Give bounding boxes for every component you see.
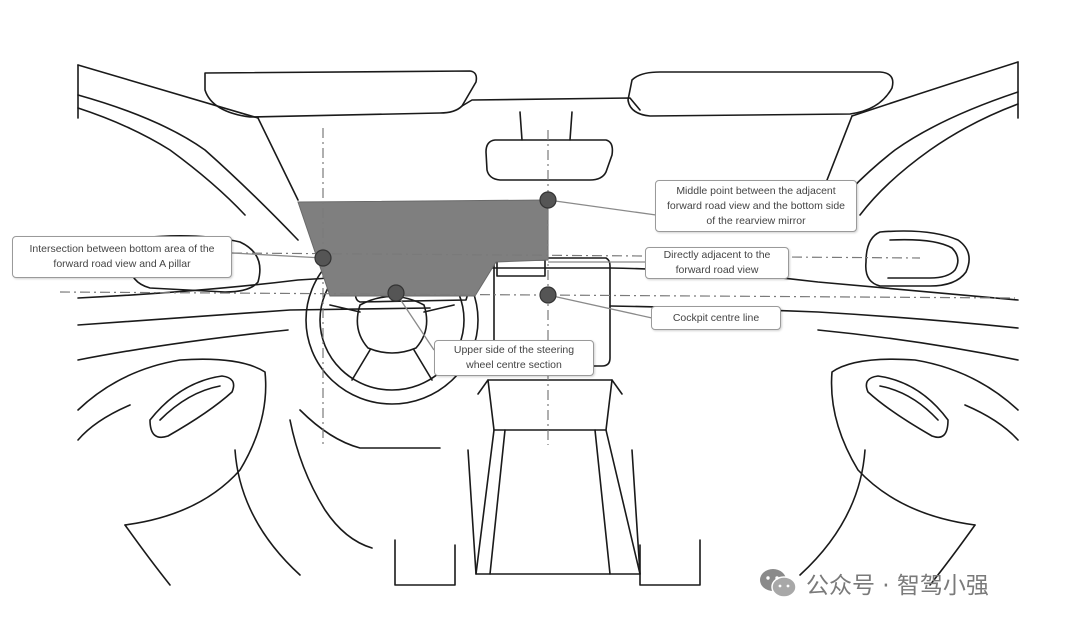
right-side-mirror xyxy=(864,230,970,287)
left-sun-visor xyxy=(204,70,478,118)
dashboard-lower xyxy=(77,307,431,326)
steering-wheel-hub xyxy=(356,295,428,354)
right-door-panel xyxy=(830,358,1019,526)
marker-steering-wheel xyxy=(387,284,405,302)
leader-cockpit-centre xyxy=(547,294,653,319)
right-door-handle xyxy=(865,375,949,439)
callout-intersection: Intersection between bottom area of the … xyxy=(12,236,232,278)
left-door-panel xyxy=(77,358,267,526)
marker-cockpit-centre xyxy=(539,286,557,304)
marker-intersection xyxy=(314,249,332,267)
horizontal-guide-upper xyxy=(231,252,921,259)
left-a-pillar-outer xyxy=(77,64,259,119)
forward-road-view-area xyxy=(297,199,549,297)
windshield-top-left xyxy=(257,117,299,201)
leader-steering-wheel xyxy=(395,292,435,351)
callout-middle-point: Middle point between the adjacent forwar… xyxy=(655,180,857,232)
left-door-handle xyxy=(149,375,235,439)
callout-cockpit-centre-line: Cockpit centre line xyxy=(651,306,781,330)
watermark-text: 公众号 · 智驾小强 xyxy=(806,573,989,599)
right-door-frame xyxy=(859,103,1019,216)
left-door-frame xyxy=(77,107,246,216)
marker-middle-point xyxy=(539,191,557,209)
callout-directly-adjacent: Directly adjacent to the forward road vi… xyxy=(645,247,789,279)
left-a-pillar-inner xyxy=(77,94,299,241)
wechat-icon xyxy=(760,569,797,598)
headliner xyxy=(461,97,641,111)
leader-middle-point xyxy=(547,199,657,216)
horizontal-guide-lower xyxy=(59,291,1016,299)
right-sun-visor xyxy=(627,71,894,117)
callout-steering-wheel: Upper side of the steering wheel centre … xyxy=(434,340,594,376)
right-a-pillar-outer xyxy=(851,61,1019,117)
watermark: 公众号 · 智驾小强 xyxy=(758,566,989,600)
leader-intersection xyxy=(231,252,324,259)
rearview-mirror xyxy=(485,139,614,181)
mirror-stem xyxy=(519,111,573,141)
